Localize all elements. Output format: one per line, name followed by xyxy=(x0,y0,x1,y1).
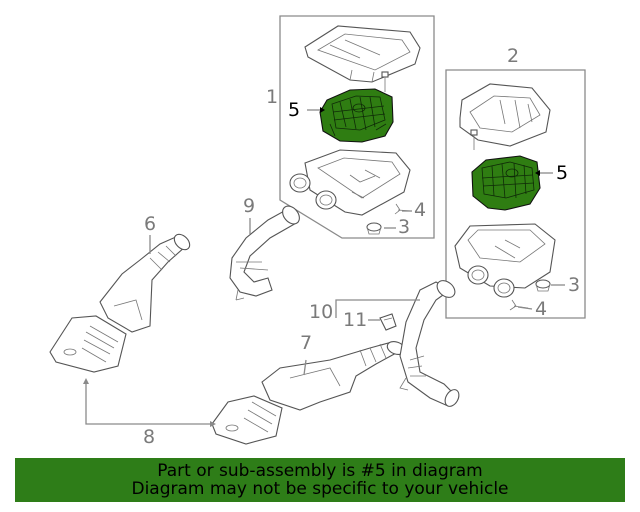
air-cleaner-housing-2 xyxy=(454,223,556,298)
intake-hose-10 xyxy=(399,280,460,407)
group-box-2 xyxy=(445,69,586,319)
callout-6: 6 xyxy=(144,213,157,235)
callout-10: 10 xyxy=(309,301,334,323)
intake-duct-6 xyxy=(99,233,191,333)
callout-1: 1 xyxy=(266,86,279,108)
air-cleaner-cover-1 xyxy=(304,25,421,83)
callout-7: 7 xyxy=(300,332,313,354)
callout-11: 11 xyxy=(343,309,368,331)
leader-8 xyxy=(85,384,210,425)
callout-5a: 5 xyxy=(288,99,301,121)
callout-2: 2 xyxy=(507,45,520,67)
air-filter-element-2 xyxy=(471,155,541,211)
arrow-8b xyxy=(210,421,216,427)
arrow-5a xyxy=(320,107,325,113)
air-cleaner-cover-2 xyxy=(459,83,551,147)
callout-4b: 4 xyxy=(535,298,548,320)
grommet-3b xyxy=(535,279,551,292)
clip-4a xyxy=(394,203,413,215)
callout-3a: 3 xyxy=(398,216,411,238)
callout-9: 9 xyxy=(243,195,256,217)
callout-4a: 4 xyxy=(414,199,427,221)
banner-line-2: Diagram may not be specific to your vehi… xyxy=(131,479,509,499)
info-banner: Part or sub-assembly is #5 in diagram Di… xyxy=(15,458,625,502)
resonator-8a xyxy=(49,315,127,373)
banner-line-1: Part or sub-assembly is #5 in diagram xyxy=(157,461,483,481)
leader-10 xyxy=(335,299,420,318)
arrow-8a xyxy=(83,378,89,384)
resonator-8b xyxy=(211,395,283,445)
group-box-1 xyxy=(279,15,435,239)
bolt-2 xyxy=(470,129,478,150)
intake-duct-7 xyxy=(261,341,406,411)
arrow-5b xyxy=(535,170,540,176)
parts-diagram xyxy=(49,15,586,445)
callout-5b: 5 xyxy=(556,162,569,184)
air-cleaner-housing-1 xyxy=(289,149,411,216)
air-filter-element-1 xyxy=(319,88,394,143)
clamp-11 xyxy=(379,313,397,331)
grommet-3a xyxy=(366,222,382,235)
leader-4b xyxy=(517,306,533,310)
callout-8: 8 xyxy=(143,426,156,448)
intake-hose-9 xyxy=(229,205,300,301)
bolt-1 xyxy=(381,71,389,92)
leader-7 xyxy=(303,359,307,376)
callout-3b: 3 xyxy=(568,274,581,296)
